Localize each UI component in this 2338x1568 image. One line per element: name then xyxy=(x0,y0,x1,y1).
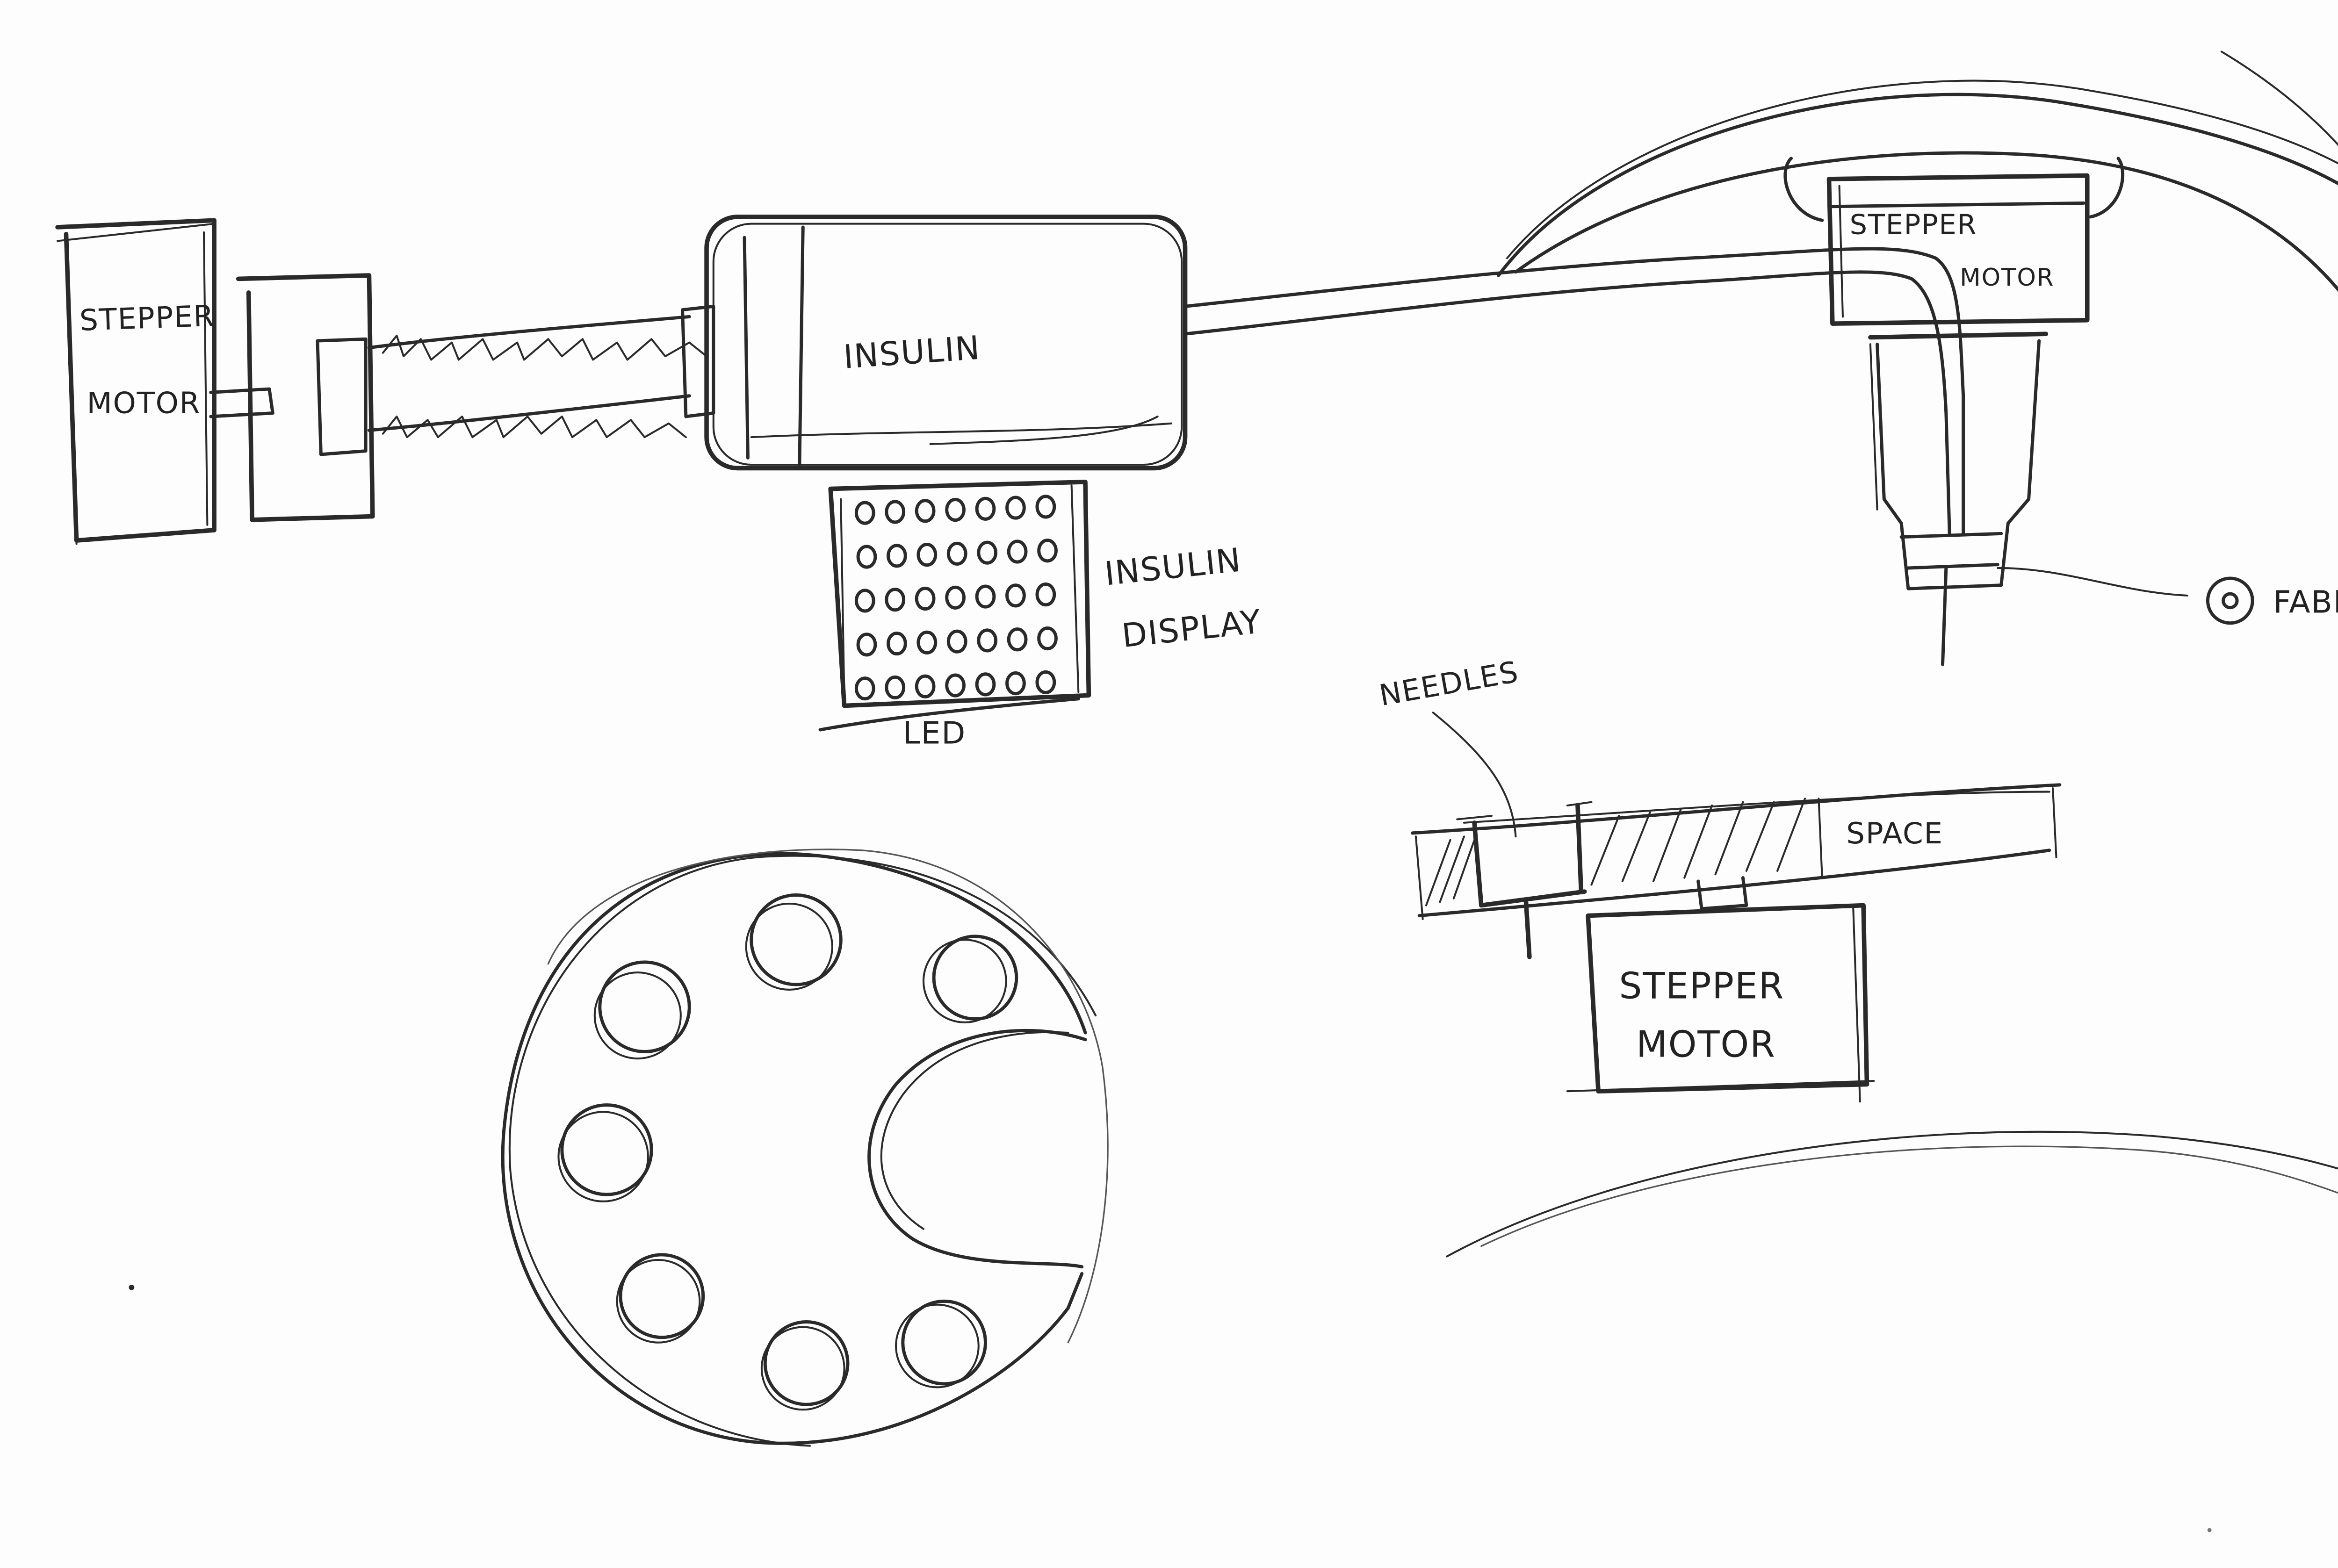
led-label: LED xyxy=(903,714,966,751)
led-dot xyxy=(885,675,906,700)
led-dot xyxy=(1007,627,1028,652)
led-display: LED INSULIN DISPLAY xyxy=(818,480,1263,751)
led-dot xyxy=(975,584,996,609)
led-dot xyxy=(916,543,938,567)
led-dot xyxy=(946,629,967,654)
wheel-hole xyxy=(598,960,691,1053)
led-dot xyxy=(854,676,875,701)
wheel-hole-outline xyxy=(895,1303,980,1388)
display-label-1: INSULIN xyxy=(1103,541,1243,593)
fabric-marker: FABRIC xyxy=(2206,576,2338,625)
led-dot xyxy=(854,589,875,613)
led-dot xyxy=(916,630,938,655)
wheel-hole-outline xyxy=(745,902,833,991)
led-dot xyxy=(1037,539,1058,563)
right-motor-label-1: STEPPER xyxy=(1850,209,1977,241)
wheel-hole-outline xyxy=(593,971,682,1060)
stray-dot xyxy=(129,1284,135,1290)
led-dot xyxy=(856,545,877,569)
led-dot xyxy=(886,544,907,568)
left-motor-label-1: STEPPER xyxy=(79,299,215,338)
led-dot xyxy=(1035,495,1056,519)
wheel-hole xyxy=(560,1103,653,1196)
led-dot xyxy=(885,500,906,524)
led-dot xyxy=(915,674,936,698)
led-dot xyxy=(1005,583,1026,608)
led-dot xyxy=(977,540,998,565)
led-dot xyxy=(1005,496,1026,520)
led-dot xyxy=(975,672,996,697)
led-dot xyxy=(945,497,966,522)
led-dot xyxy=(886,631,907,656)
stray-dot xyxy=(2207,1528,2212,1532)
led-dot xyxy=(946,541,967,566)
injector-body xyxy=(1868,331,2188,666)
led-dot xyxy=(885,588,906,612)
plate-hatching xyxy=(1425,798,1806,906)
led-dot xyxy=(1035,670,1056,695)
needle-wheel xyxy=(501,849,1109,1447)
wheel-hole xyxy=(619,1253,705,1339)
right-motor-label-2: MOTOR xyxy=(1960,264,2054,292)
fabric-outer-ring-icon xyxy=(2206,576,2254,625)
left-motor-label-2: MOTOR xyxy=(87,386,201,420)
led-dot xyxy=(945,585,966,610)
led-dot xyxy=(977,628,998,653)
led-dot xyxy=(854,501,875,525)
led-dot xyxy=(1037,626,1058,651)
wheel-hole xyxy=(763,1320,850,1406)
insulin-tube xyxy=(1183,247,1965,535)
led-grid xyxy=(854,495,1058,701)
wheel-hole xyxy=(750,893,843,986)
wheel-hole-outline xyxy=(616,1259,701,1344)
led-dot xyxy=(915,586,936,611)
push-down-dome: PUSH DOWN xyxy=(1497,50,2338,292)
fabric-inner-dot-icon xyxy=(2222,592,2239,610)
led-dot xyxy=(1035,583,1056,607)
wheel-hole-outline xyxy=(557,1111,649,1202)
led-dot xyxy=(1007,539,1028,564)
wheel-holes xyxy=(557,893,1018,1411)
bottom-motor-label-1: STEPPER xyxy=(1619,965,1784,1007)
display-label-2: DISPLAY xyxy=(1120,603,1263,655)
insulin-reservoir: INSULIN xyxy=(681,215,1188,471)
needles-label: NEEDLES xyxy=(1377,655,1521,712)
fabric-label: FABRIC xyxy=(2273,584,2338,620)
lead-screw xyxy=(367,315,708,439)
led-dot xyxy=(975,496,996,521)
left-stepper-motor: STEPPER MOTOR xyxy=(55,218,274,545)
space-label: SPACE xyxy=(1846,816,1943,850)
wheel-hole xyxy=(932,935,1018,1021)
bottom-stepper-motor: STEPPER MOTOR xyxy=(1566,903,1875,1103)
led-dot xyxy=(1005,671,1026,696)
wheel-hole xyxy=(901,1299,987,1386)
led-dot xyxy=(915,499,936,523)
body-arc xyxy=(1446,1130,2338,1258)
led-dot xyxy=(945,673,966,698)
right-stepper-motor: STEPPER MOTOR xyxy=(1826,173,2090,326)
wheel-hole-outline xyxy=(760,1326,845,1411)
wheel-hole-outline xyxy=(922,939,1007,1023)
reservoir-label: INSULIN xyxy=(842,329,981,376)
coupling-block xyxy=(236,273,375,522)
led-dot xyxy=(856,633,877,657)
bottom-motor-label-2: MOTOR xyxy=(1636,1024,1776,1066)
